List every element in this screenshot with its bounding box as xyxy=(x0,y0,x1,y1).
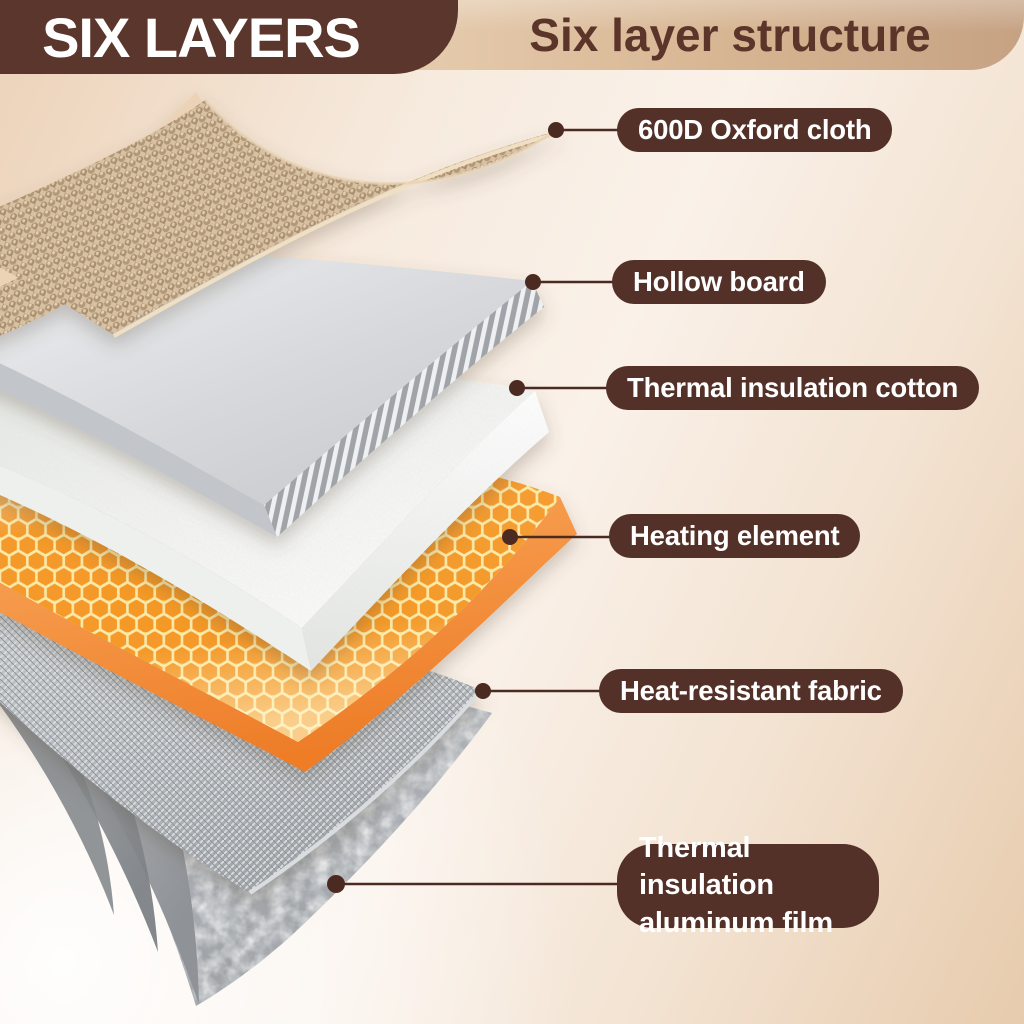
connector-dot-heat-resistant-fabric xyxy=(475,683,491,699)
header-banner: Six layer structure xyxy=(340,0,1024,70)
callout-pill-hollow-board: Hollow board xyxy=(612,260,826,304)
header-title: Six layer structure xyxy=(529,9,931,61)
callout-connectors xyxy=(327,122,624,893)
header-badge-label: SIX LAYERS xyxy=(42,5,361,69)
layer-oxford-cloth xyxy=(0,92,559,338)
callout-pill-insulation-cotton: Thermal insulation cotton xyxy=(606,366,980,410)
connector-dot-aluminum-film xyxy=(327,875,345,893)
header-badge: SIX LAYERS xyxy=(0,0,458,74)
connector-dot-heating-element xyxy=(502,529,518,545)
callout-pill-heat-resistant-fabric: Heat-resistant fabric xyxy=(599,669,903,713)
callout-pill-oxford-cloth: 600D Oxford cloth xyxy=(617,108,893,152)
connector-dot-hollow-board xyxy=(525,274,541,290)
connector-dot-insulation-cotton xyxy=(509,380,525,396)
callout-pill-heating-element: Heating element xyxy=(609,514,861,558)
connector-dot-oxford-cloth xyxy=(548,122,564,138)
callout-pill-aluminum-film: Thermal insulation aluminum film xyxy=(617,832,879,939)
